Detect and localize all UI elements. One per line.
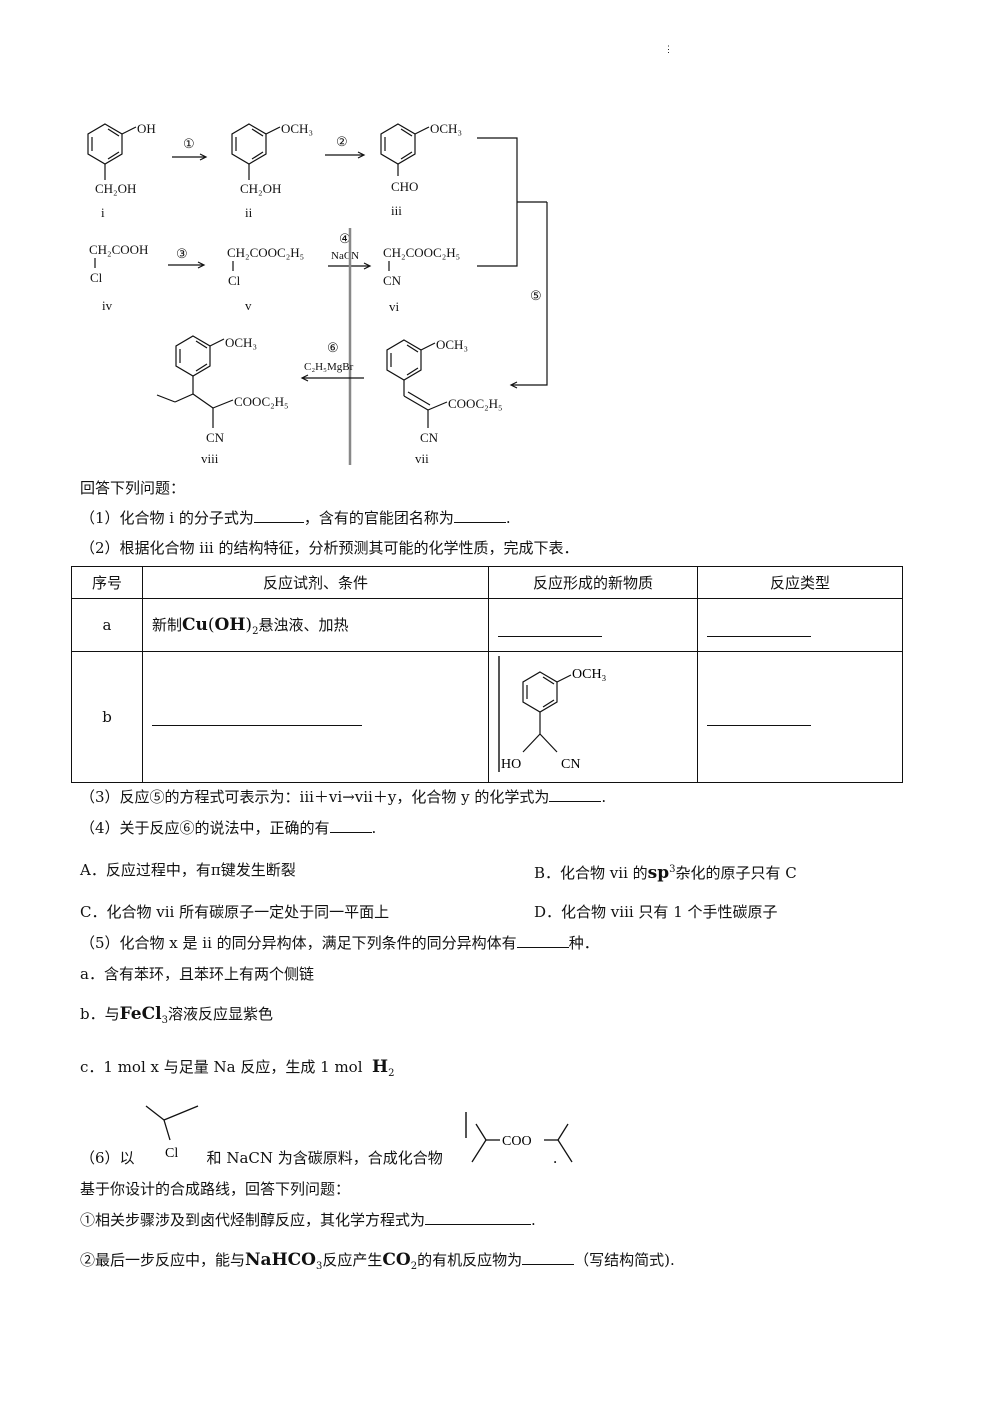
answer-blank-3[interactable]	[549, 787, 602, 802]
table-header: 序号	[71, 566, 143, 599]
svg-text:CH₂COOC₂H₅: CH₂COOC₂H₅	[383, 245, 460, 260]
svg-text:OCH₃: OCH₃	[225, 335, 257, 350]
isopropyl-chloride-structure: Cl	[145, 1105, 199, 1161]
question-6-2: ②最后一步反应中，能与NaHCO3反应产生CO2的有机反应物为（写结构简式).	[80, 1250, 675, 1272]
question-6: （6）以和 NaCN 为含碳原料，合成化合物.	[80, 1149, 558, 1167]
answer-blank-5[interactable]	[516, 933, 569, 948]
reagent-a: 新制Cu(OH)2悬浊液、加热	[142, 598, 489, 652]
table-header: 反应形成的新物质	[488, 566, 698, 599]
step-4-reagent: NaCN	[331, 250, 359, 262]
svg-text:OH: OH	[137, 121, 156, 136]
question-4: （4）关于反应⑥的说法中，正确的有.	[80, 818, 377, 837]
svg-text:CHO: CHO	[391, 179, 418, 194]
svg-text:CN: CN	[383, 273, 402, 288]
answer-blank-b-type[interactable]	[707, 711, 811, 726]
table-header: 反应类型	[697, 566, 903, 599]
step-2: ②	[336, 134, 348, 149]
step-5: ⑤	[530, 288, 542, 303]
option-a: A．反应过程中，有π键发生断裂	[80, 861, 296, 879]
svg-text:Cl: Cl	[90, 270, 103, 285]
svg-text:CH₂OH: CH₂OH	[240, 181, 281, 196]
table-row: b OCH₃ HO CN	[71, 651, 903, 783]
answer-blank-6-1[interactable]	[425, 1210, 532, 1225]
answer-blank-4[interactable]	[329, 818, 372, 833]
compound-vi: CH₂COOC₂H₅ CN vi	[383, 245, 460, 314]
step-1: ①	[183, 136, 195, 151]
question-1: （1）化合物 i 的分子式为，含有的官能团名称为.	[80, 508, 511, 527]
svg-text:CN: CN	[420, 430, 439, 445]
answer-blank-a-type[interactable]	[707, 622, 811, 637]
product-b-structure: OCH₃ HO CN	[498, 656, 607, 772]
answer-blank-b-reagent[interactable]	[152, 711, 362, 726]
stray-dot: ⋮	[664, 44, 673, 54]
svg-text:vi: vi	[389, 299, 400, 314]
svg-text:CH₂COOH: CH₂COOH	[89, 242, 148, 257]
compound-iv: CH₂COOH Cl iv	[89, 242, 148, 313]
target-ester-structure: COO	[465, 1112, 573, 1163]
svg-text:CH₂COOC₂H₅: CH₂COOC₂H₅	[227, 245, 304, 260]
svg-text:viii: viii	[201, 451, 219, 466]
option-d: D．化合物 viii 只有 1 个手性碳原子	[534, 903, 778, 921]
svg-text:Cl: Cl	[165, 1146, 178, 1161]
svg-text:CN: CN	[206, 430, 225, 445]
compound-vii: OCH₃ COOC₂H₅ CN vii	[386, 337, 503, 466]
svg-text:HO: HO	[501, 757, 521, 772]
question-2: （2）根据化合物 iii 的结构特征，分析预测其可能的化学性质，完成下表．	[80, 539, 579, 557]
question-6-1: ①相关步骤涉及到卤代烃制醇反应，其化学方程式为.	[80, 1210, 536, 1229]
svg-text:COO: COO	[502, 1134, 532, 1149]
svg-text:COOC₂H₅: COOC₂H₅	[448, 396, 503, 411]
step-4: ④	[339, 231, 351, 246]
svg-text:OCH₃: OCH₃	[572, 667, 607, 682]
answer-blank-6-2[interactable]	[522, 1250, 575, 1265]
answer-blank-a-product[interactable]	[498, 622, 602, 637]
svg-text:vii: vii	[415, 451, 429, 466]
compound-i: OH CH₂OH i	[87, 121, 156, 220]
svg-text:OCH₃: OCH₃	[436, 337, 468, 352]
svg-text:Cl: Cl	[228, 273, 241, 288]
svg-text:COOC₂H₅: COOC₂H₅	[234, 394, 289, 409]
svg-text:iii: iii	[391, 203, 402, 218]
svg-text:i: i	[101, 205, 105, 220]
condition-c: c．1 mol x 与足量 Na 反应，生成 1 mol H2	[80, 1057, 395, 1079]
condition-a: a．含有苯环，且苯环上有两个侧链	[80, 965, 314, 983]
compound-iii: OCH₃ CHO iii	[380, 121, 462, 218]
table-row: a 新制Cu(OH)2悬浊液、加热	[71, 598, 903, 652]
condition-b: b．与FeCl3溶液反应显紫色	[80, 1004, 273, 1026]
option-c: C．化合物 vii 所有碳原子一定处于同一平面上	[80, 903, 390, 921]
question-3: （3）反应⑤的方程式可表示为：iii＋vi→vii＋y，化合物 y 的化学式为.	[80, 787, 607, 806]
answer-blank-1b[interactable]	[453, 508, 506, 523]
question-6-intro: 基于你设计的合成路线，回答下列问题：	[80, 1180, 351, 1198]
table-header: 反应试剂、条件	[142, 566, 489, 599]
step-3: ③	[176, 246, 188, 261]
properties-table: 序号 反应试剂、条件 反应形成的新物质 反应类型 a 新制Cu(OH)2悬浊液、…	[71, 566, 903, 783]
intro: 回答下列问题：	[80, 479, 186, 497]
answer-blank-1a[interactable]	[253, 508, 304, 523]
compound-viii: OCH₃ COOC₂H₅ CN viii	[156, 335, 289, 466]
svg-text:ii: ii	[245, 205, 253, 220]
svg-text:iv: iv	[102, 298, 113, 313]
compound-ii: OCH₃ CH₂OH ii	[231, 121, 313, 220]
step-6: ⑥	[327, 340, 339, 355]
reaction-scheme: ⋮ OH CH₂OH i ① OCH₃ CH₂OH ii ② OCH₃ CHO …	[87, 44, 673, 466]
svg-text:OCH₃: OCH₃	[430, 121, 462, 136]
svg-text:v: v	[245, 298, 252, 313]
svg-text:OCH₃: OCH₃	[281, 121, 313, 136]
question-5: （5）化合物 x 是 ii 的同分异构体，满足下列条件的同分异构体有种．	[80, 933, 599, 952]
svg-text:CH₂OH: CH₂OH	[95, 181, 136, 196]
compound-v: CH₂COOC₂H₅ Cl v	[227, 245, 304, 313]
option-b: B．化合物 vii 的sp3杂化的原子只有 C	[534, 863, 797, 883]
step-6-reagent: C₂H₅MgBr	[304, 361, 354, 373]
svg-text:CN: CN	[561, 757, 580, 772]
